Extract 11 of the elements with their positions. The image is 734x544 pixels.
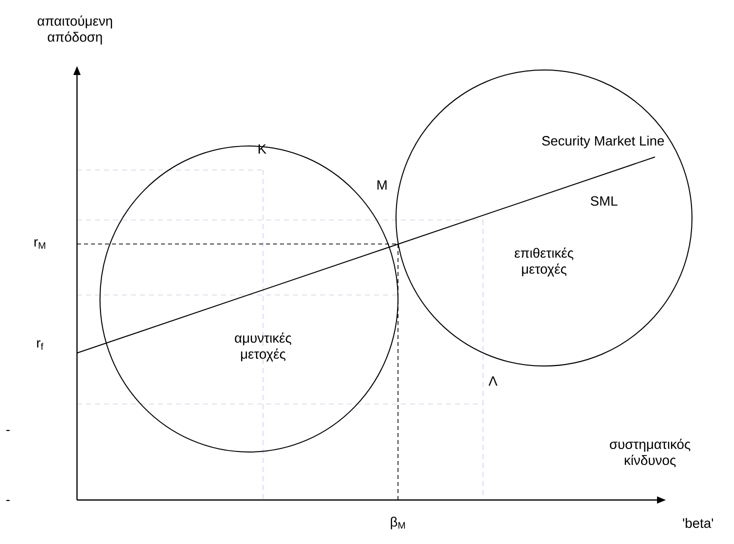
axis-value-label: r$_{f}$ xyxy=(37,340,44,350)
axis-title: συστηματικός κίνδυνος xyxy=(610,438,690,468)
point-label: M xyxy=(378,180,387,190)
axis-value-label: β$_{M}$ xyxy=(390,516,405,530)
tick-mark-label: - xyxy=(6,430,10,431)
line-label: Security Market Line xyxy=(542,136,664,148)
axis-value-label: 'beta' xyxy=(682,518,714,528)
axis-value-label: r$_{M}$ xyxy=(34,239,46,249)
tick-mark-label: - xyxy=(6,500,10,501)
axis-title: απαιτούμενη απόδοση xyxy=(38,16,112,44)
line-label: SML xyxy=(590,196,618,206)
